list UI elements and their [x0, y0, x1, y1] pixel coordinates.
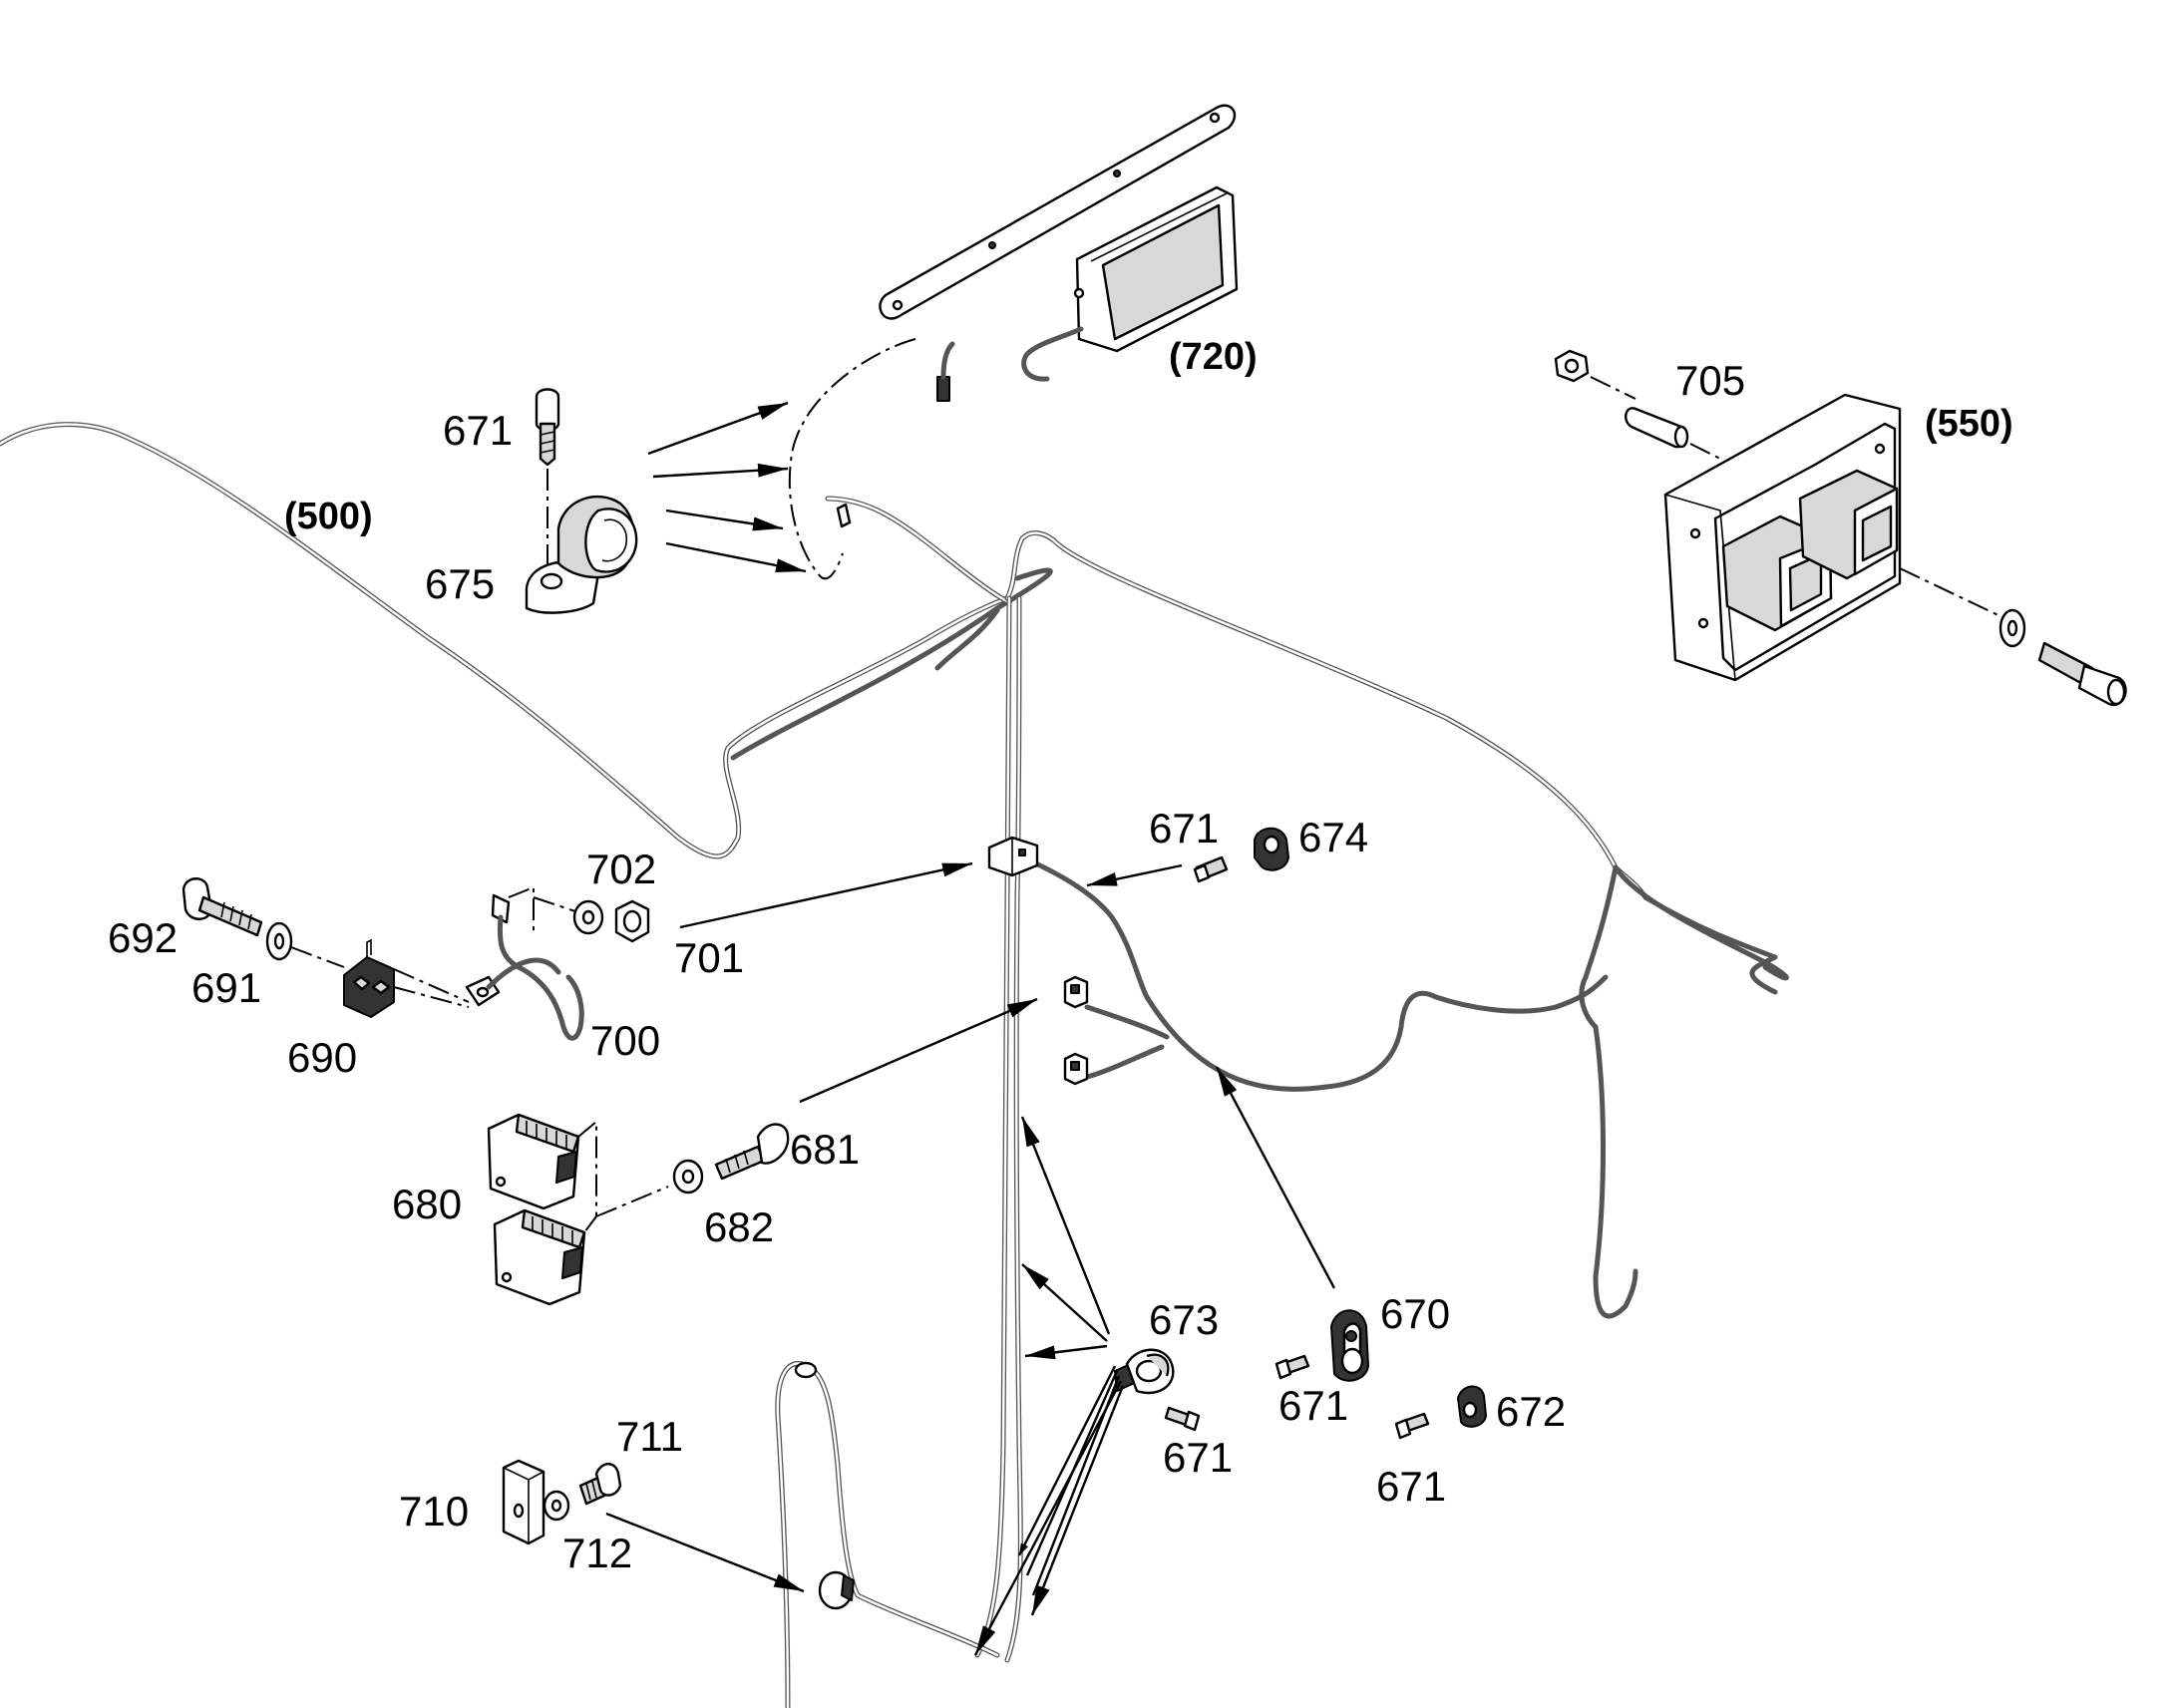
washer-bolt-550 [1899, 567, 2127, 707]
clip-674 [1254, 827, 1289, 871]
connector-block [987, 836, 1039, 877]
washer-702 [572, 899, 604, 935]
label-500: (500) [284, 496, 373, 537]
switch-690 [343, 938, 395, 1018]
label-670: 670 [1380, 1290, 1450, 1337]
work-light [1021, 185, 1239, 382]
label-671-right-lower: 671 [1376, 1463, 1446, 1510]
washer-712 [543, 1490, 570, 1522]
arrows-673 [973, 1116, 1125, 1656]
cushion-clamp-675 [525, 495, 638, 614]
bracket-710 [502, 1459, 545, 1545]
dash-curve [788, 338, 916, 580]
label-675: 675 [425, 560, 495, 607]
label-671-lower-left: 671 [1163, 1434, 1233, 1481]
label-710: 710 [399, 1488, 469, 1535]
nut-701 [614, 899, 650, 943]
label-705: 705 [1675, 357, 1745, 404]
connector-plug-lower [1063, 1052, 1089, 1086]
junction-box-550 [1663, 393, 1902, 682]
washer-682 [672, 1159, 704, 1195]
label-701: 701 [674, 934, 744, 981]
harness-clip-loop-top [794, 1361, 818, 1379]
label-682: 682 [704, 1203, 774, 1250]
label-671-right-upper: 671 [1278, 1382, 1348, 1429]
light-bracket [879, 104, 1237, 320]
label-692: 692 [108, 914, 178, 961]
clamp-670 [1330, 1309, 1369, 1382]
plug-connector [936, 341, 955, 402]
label-673: 673 [1149, 1296, 1219, 1343]
harness-clip-top [836, 503, 852, 528]
cap-screw-671 [535, 388, 560, 578]
bolt-692 [182, 877, 263, 937]
label-681: 681 [790, 1126, 860, 1173]
label-671-top: 671 [443, 407, 513, 454]
screw-711 [578, 1463, 622, 1506]
label-672: 672 [1496, 1388, 1566, 1435]
label-680: 680 [392, 1181, 462, 1227]
label-700: 700 [590, 1017, 660, 1064]
label-711: 711 [616, 1413, 683, 1460]
nut-spacer-705 [1554, 349, 1721, 460]
connector-plug-upper [1063, 975, 1089, 1009]
screw-671-lower-left [1164, 1406, 1201, 1432]
label-702: 702 [586, 846, 656, 892]
label-691: 691 [191, 964, 261, 1011]
label-674: 674 [1298, 814, 1368, 860]
label-550: (550) [1925, 403, 2013, 445]
bolt-681 [714, 1123, 790, 1181]
label-712: 712 [562, 1530, 632, 1576]
screw-671-right-lower [1394, 1412, 1430, 1440]
controller-680 [487, 1113, 669, 1306]
screw-671-mid [1193, 855, 1229, 883]
clip-672 [1457, 1385, 1487, 1428]
wire-harness [0, 422, 1789, 1708]
arrows-675 [647, 401, 807, 573]
clamp-673 [1114, 1348, 1175, 1395]
label-671-mid: 671 [1149, 805, 1219, 852]
label-690: 690 [287, 1034, 357, 1081]
ground-strap-700 [465, 885, 584, 1041]
harness-clip-lower [818, 1570, 855, 1610]
screw-671-right-upper [1274, 1354, 1310, 1380]
washer-691 [265, 921, 293, 961]
label-720: (720) [1169, 336, 1258, 378]
labels: (500) (550) (720) 671 675 705 671 674 70… [108, 336, 2013, 1576]
